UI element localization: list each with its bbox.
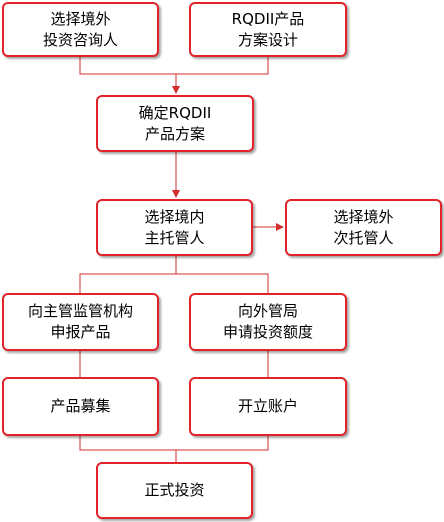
node-text-line: 投资咨询人 (42, 30, 118, 49)
node-text-line: 次托管人 (333, 228, 394, 247)
connector-split-branches (79, 273, 269, 293)
node-text-line: 选择境内 (144, 207, 205, 226)
report-to-regulator-box: 向主管监管机构 申报产品 (2, 293, 159, 351)
node-text-line: 产品募集 (50, 397, 111, 415)
node-text-line: 选择境外 (50, 9, 111, 28)
connector-advisor-merge (79, 57, 269, 75)
open-account-box: 开立账户 (189, 377, 347, 436)
select-overseas-advisor-box: 选择境外 投资咨询人 (2, 2, 159, 57)
rqdii-product-design-box: RQDII产品 方案设计 (189, 2, 347, 57)
apply-fx-quota-box: 向外管局 申请投资额度 (189, 293, 347, 351)
node-text-line: 选择境外 (333, 207, 394, 226)
select-domestic-custodian-box: 选择境内 主托管人 (96, 199, 253, 256)
node-text-line: 申请投资额度 (222, 323, 313, 341)
product-fundraising-box: 产品募集 (2, 377, 159, 436)
node-text-line: RQDII产品 (231, 9, 305, 28)
node-text-line: 主托管人 (144, 228, 205, 247)
node-text-line: 向主管监管机构 (27, 302, 133, 320)
node-text-line: 向外管局 (237, 302, 298, 320)
node-text-line: 申报产品 (50, 323, 111, 341)
select-overseas-subcustodian-box: 选择境外 次托管人 (285, 199, 442, 256)
node-text-line: 确定RQDII (138, 103, 212, 122)
node-text-line: 开立账户 (237, 397, 298, 415)
node-text-line: 正式投资 (144, 481, 205, 499)
node-text-line: 方案设计 (237, 30, 298, 49)
node-text-line: 产品方案 (144, 124, 205, 143)
connector-bottom-merge (79, 436, 269, 451)
determine-rqdii-scheme-box: 确定RQDII 产品方案 (96, 95, 254, 152)
formal-investment-box: 正式投资 (96, 462, 253, 519)
